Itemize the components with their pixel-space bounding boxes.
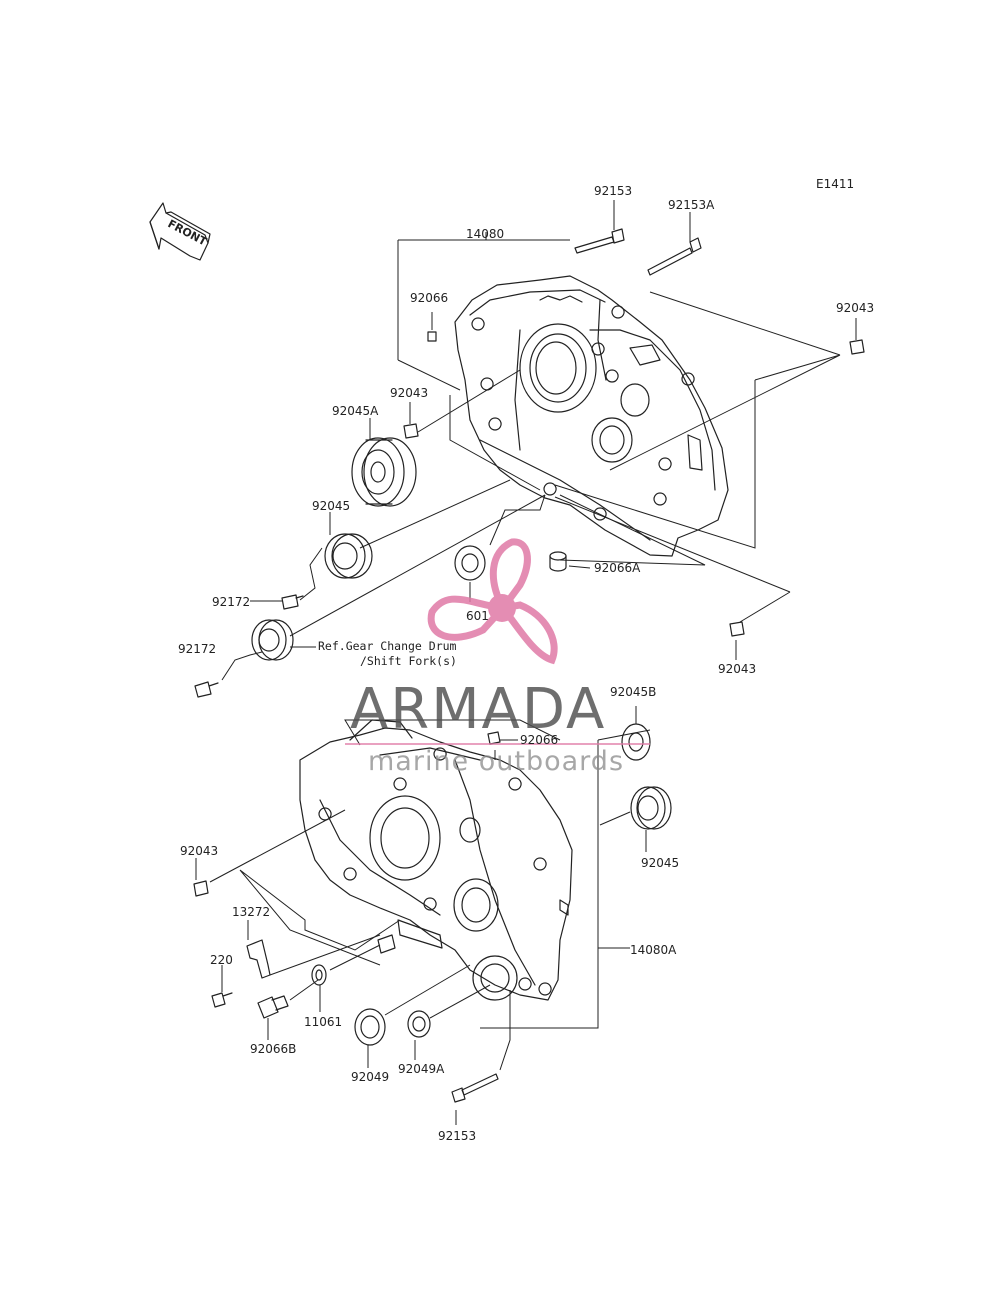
dowel-92043-left <box>193 880 209 897</box>
bolt-92172-b <box>194 681 219 698</box>
dowel-92043-mid <box>403 423 419 439</box>
bolt-92153-bottom <box>451 1073 499 1103</box>
part-label-92043-mid[interactable]: 92043 <box>390 386 429 400</box>
washer-11061 <box>311 964 327 986</box>
shaft-pin <box>377 934 396 954</box>
plate-13272 <box>246 939 271 979</box>
part-label-601[interactable]: 601 <box>466 609 489 623</box>
part-label-92066B[interactable]: 92066B <box>250 1042 297 1056</box>
part-label-92153-top[interactable]: 92153 <box>594 184 633 198</box>
reference-note-line2: /Shift Fork(s) <box>360 654 457 668</box>
part-label-14080[interactable]: 14080 <box>466 227 505 241</box>
part-label-92045B[interactable]: 92045B <box>610 685 657 699</box>
bolt-92172-a <box>281 594 304 610</box>
screw-220 <box>211 992 233 1008</box>
part-label-92045-low[interactable]: 92045 <box>641 856 680 870</box>
part-label-92172-b[interactable]: 92172 <box>178 642 217 656</box>
dowel-92043-low <box>729 621 745 637</box>
crankcase-right-half <box>454 275 729 557</box>
leader-lines <box>195 200 857 1125</box>
part-label-92043-right[interactable]: 92043 <box>836 301 875 315</box>
plug-92066B <box>257 995 289 1019</box>
part-label-92066A[interactable]: 92066A <box>594 561 641 575</box>
crankcase-left-half <box>299 719 573 1001</box>
watermark-tagline: marine outboards <box>368 746 625 777</box>
part-label-92045A[interactable]: 92045A <box>332 404 379 418</box>
dowel-92066A <box>549 551 567 572</box>
reference-note-line1: Ref.Gear Change Drum <box>318 639 457 653</box>
bearing-ref-gear <box>251 619 294 661</box>
part-label-14080A[interactable]: 14080A <box>630 943 677 957</box>
part-label-92153A[interactable]: 92153A <box>668 198 715 212</box>
part-label-92049[interactable]: 92049 <box>351 1070 390 1084</box>
part-label-92043-left[interactable]: 92043 <box>180 844 219 858</box>
seal-92049 <box>354 1008 386 1046</box>
part-label-92066-low[interactable]: 92066 <box>520 733 559 747</box>
bearing-92045-low <box>630 786 672 830</box>
bearing-92045B <box>621 723 651 761</box>
seal-92049A <box>407 1010 431 1038</box>
dowel-92066-top <box>427 331 437 342</box>
part-label-92043-low[interactable]: 92043 <box>718 662 757 676</box>
dowel-92043-right <box>849 339 865 355</box>
bolt-92153-top <box>574 228 625 254</box>
part-label-92049A[interactable]: 92049A <box>398 1062 445 1076</box>
part-label-220[interactable]: 220 <box>210 953 233 967</box>
part-label-13272[interactable]: 13272 <box>232 905 271 919</box>
diagram-code: E1411 <box>816 177 855 191</box>
bearing-92045-top <box>324 533 373 579</box>
watermark-brand: ARMADA <box>350 677 607 742</box>
bearing-92045A <box>351 437 417 507</box>
bearing-601 <box>454 545 486 581</box>
armada-propeller-logo-icon <box>427 538 558 665</box>
part-label-92172-a[interactable]: 92172 <box>212 595 251 609</box>
part-label-92066-top[interactable]: 92066 <box>410 291 449 305</box>
part-label-11061[interactable]: 11061 <box>304 1015 343 1029</box>
bolt-92153A <box>647 237 702 276</box>
dowel-92066-low <box>487 731 501 745</box>
part-label-92045-top[interactable]: 92045 <box>312 499 351 513</box>
front-arrow-icon <box>149 202 211 261</box>
part-label-92153-bottom[interactable]: 92153 <box>438 1129 477 1143</box>
